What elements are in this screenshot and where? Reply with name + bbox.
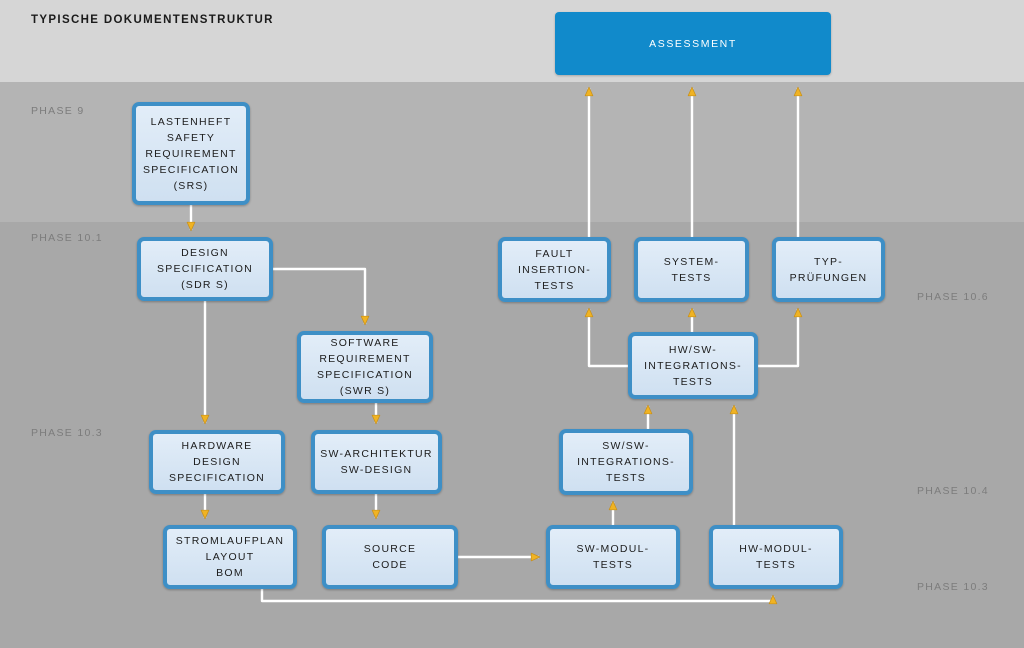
node-label: TYP-PRÜFUNGEN xyxy=(789,255,868,284)
node-sw-sw-integrations-tests[interactable]: SW/SW-INTEGRATIONS-TESTS xyxy=(559,429,693,495)
node-hw-sw-integrations-tests[interactable]: HW/SW-INTEGRATIONS-TESTS xyxy=(628,332,758,399)
phase-label-phase-10-3: PHASE 10.3 xyxy=(31,427,103,439)
page-title: TYPISCHE DOKUMENTENSTRUKTUR xyxy=(31,14,274,26)
node-system-tests[interactable]: SYSTEM-TESTS xyxy=(634,237,749,302)
node-label: SW-MODUL-TESTS xyxy=(576,543,650,571)
band-phase-9-header xyxy=(0,0,1024,82)
connector-stromlaufplan-to-hw-modul-tests xyxy=(260,589,778,605)
connector-design-spec-to-software-requirement xyxy=(273,267,370,326)
node-hw-modul-tests[interactable]: HW-MODUL-TESTS xyxy=(709,525,843,589)
connector-hw-sw-integrations-to-typ-pruefungen xyxy=(758,307,803,368)
node-label: HW/SW-INTEGRATIONS-TESTS xyxy=(644,343,742,388)
node-typ-pruefungen[interactable]: TYP-PRÜFUNGEN xyxy=(772,237,885,302)
node-label: HW-MODUL-TESTS xyxy=(739,543,813,571)
assessment-label: ASSESSMENT xyxy=(649,37,737,50)
connector-hw-sw-integrations-to-fault-insertion xyxy=(584,307,628,368)
phase-label-phase-10-3-right: PHASE 10.3 xyxy=(917,581,989,593)
assessment-box[interactable]: ASSESSMENT xyxy=(555,12,831,75)
phase-label-phase-9: PHASE 9 xyxy=(31,105,85,117)
phase-label-phase-10-4: PHASE 10.4 xyxy=(917,485,989,497)
node-label: SW/SW-INTEGRATIONS-TESTS xyxy=(577,440,675,484)
node-sw-modul-tests[interactable]: SW-MODUL-TESTS xyxy=(546,525,680,589)
phase-label-phase-10-6: PHASE 10.6 xyxy=(917,291,989,303)
node-label: SYSTEM-TESTS xyxy=(663,255,720,284)
phase-label-phase-10-1: PHASE 10.1 xyxy=(31,232,103,244)
